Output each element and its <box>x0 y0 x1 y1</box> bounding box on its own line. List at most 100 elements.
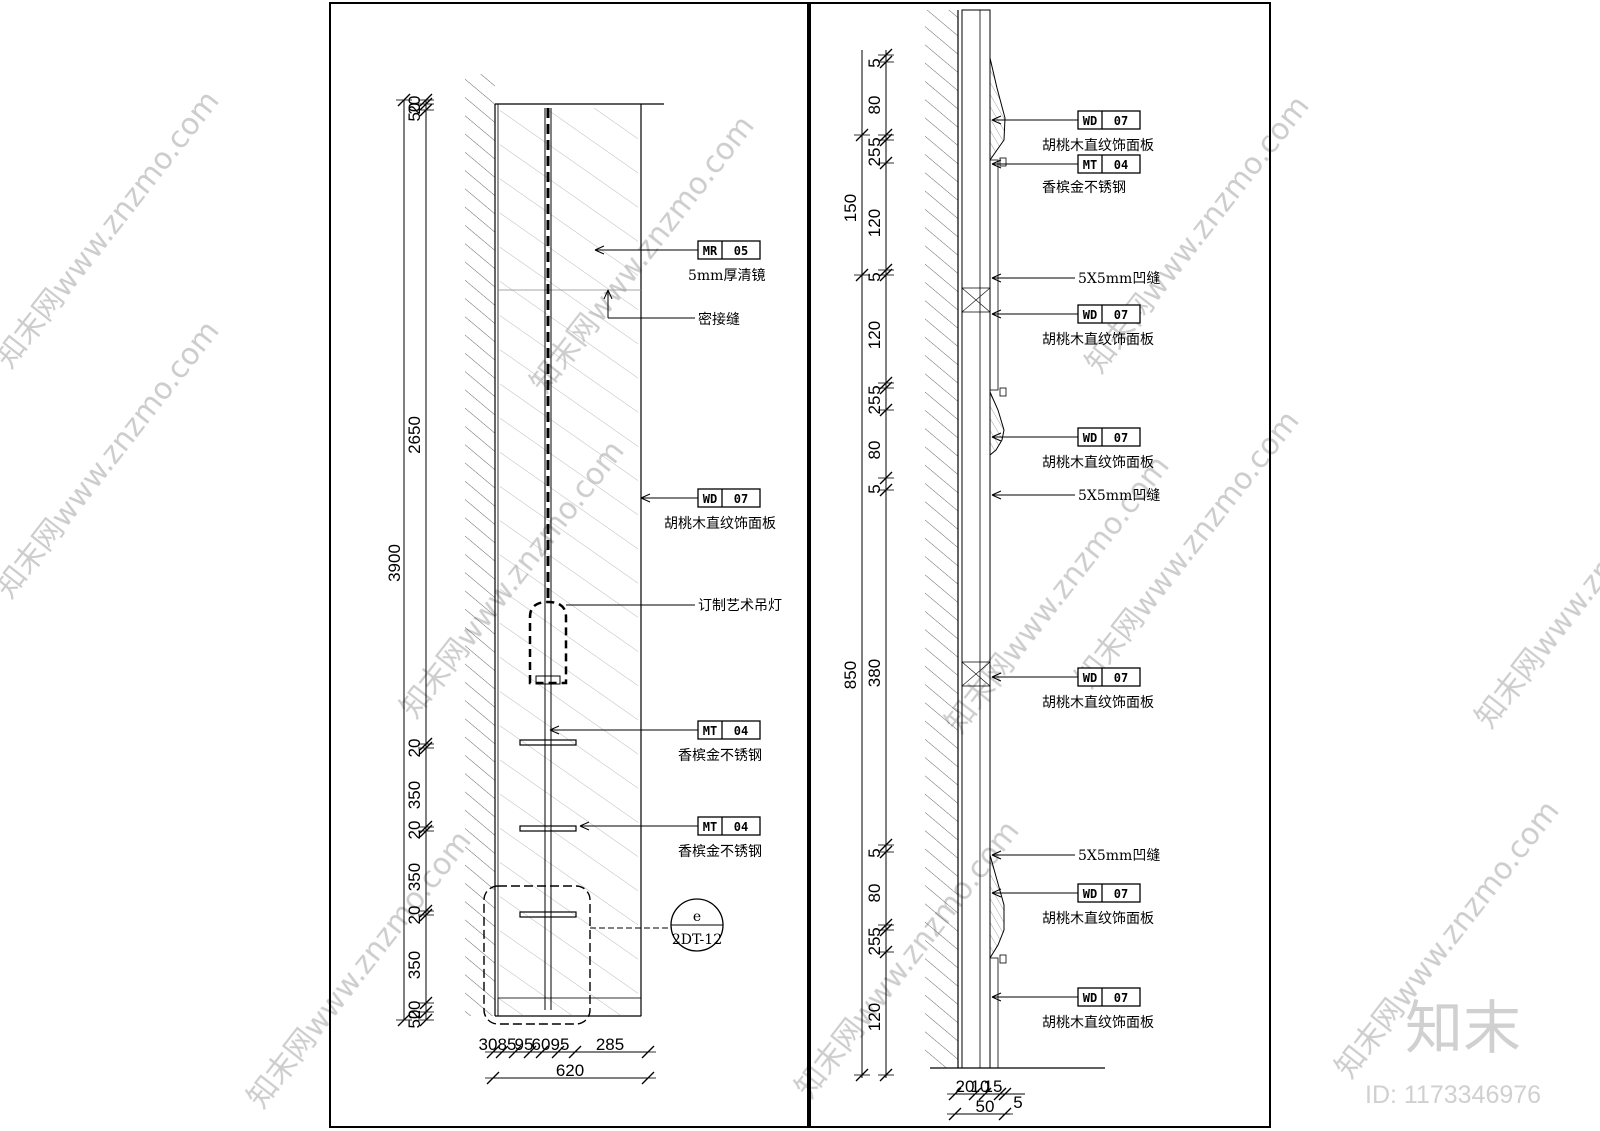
material-code: WD <box>1083 991 1097 1005</box>
dim-label: 350 <box>405 781 424 809</box>
dim-label: 50 <box>405 1010 424 1029</box>
material-code: MT <box>703 724 717 738</box>
dim-label: 25 <box>865 937 884 956</box>
dim-label: 25 <box>865 148 884 167</box>
callout-text: 胡桃木直纹饰面板 <box>1042 1014 1154 1031</box>
dim-label: 80 <box>865 441 884 460</box>
leader-arrow <box>991 888 1002 898</box>
material-number: 04 <box>1114 158 1128 172</box>
dim-label: 120 <box>865 321 884 349</box>
watermark-text: 知末网www.znzmo.com <box>1469 444 1600 735</box>
dim-label: 95 <box>515 1035 534 1054</box>
material-number: 07 <box>1114 308 1128 322</box>
dim-label: 150 <box>841 194 860 222</box>
dim-label: 5 <box>865 484 884 493</box>
dim-label: 5 <box>865 272 884 281</box>
dim-label: 95 <box>551 1035 570 1054</box>
leader-arrow <box>991 432 1002 442</box>
dim-label: 350 <box>405 951 424 979</box>
material-tag: WD 07 <box>1077 304 1141 324</box>
dim-label: 25 <box>865 396 884 415</box>
dim-label: 5 <box>865 58 884 67</box>
material-code: WD <box>1083 431 1097 445</box>
leader-arrow <box>991 490 1002 500</box>
dim-label: 30 <box>479 1035 498 1054</box>
watermark-brand: 知末 <box>1405 994 1521 1062</box>
material-tag: MT 04 <box>697 816 761 836</box>
dim-label: 380 <box>865 659 884 687</box>
callout-text: 订制艺术吊灯 <box>698 598 782 614</box>
leader-arrow <box>579 821 590 831</box>
dim-label: 120 <box>865 1003 884 1031</box>
dim-total-width: 50 <box>976 1097 995 1116</box>
leader-arrow <box>991 992 1002 1002</box>
material-number: 05 <box>734 244 748 258</box>
callout-text: 5X5mm凹缝 <box>1078 488 1160 504</box>
leader-arrow <box>594 245 605 255</box>
material-number: 04 <box>734 820 748 834</box>
material-number: 07 <box>1114 431 1128 445</box>
detail-boundary <box>483 885 591 1025</box>
material-code: MT <box>703 820 717 834</box>
panel-profile <box>989 391 1005 457</box>
material-tag: WD 07 <box>1077 427 1141 447</box>
leader-arrow <box>640 493 651 503</box>
dim-label: 850 <box>841 661 860 689</box>
panel-profile <box>989 57 1006 162</box>
material-code: MT <box>1083 158 1097 172</box>
material-code: WD <box>1083 671 1097 685</box>
dim-label: 60 <box>532 1035 551 1054</box>
detail-sheet: 2DT-12 <box>672 932 722 948</box>
callout-text: 胡桃木直纹饰面板 <box>1042 694 1154 711</box>
material-number: 04 <box>734 724 748 738</box>
material-code: WD <box>1083 114 1097 128</box>
leader-arrow <box>991 850 1002 860</box>
dim-label: 5 <box>865 848 884 857</box>
leader-arrow <box>991 309 1002 319</box>
callout-text: 胡桃木直纹饰面板 <box>664 515 776 532</box>
callout-text: 香槟金不锈钢 <box>1042 180 1126 196</box>
material-code: WD <box>1083 308 1097 322</box>
dim-label: 20 <box>405 96 424 115</box>
callout-text: 香槟金不锈钢 <box>678 844 762 860</box>
callout-text: 胡桃木直纹饰面板 <box>1042 910 1154 927</box>
dim-label: 20 <box>405 739 424 758</box>
leader-arrow <box>991 273 1002 283</box>
left-frame <box>329 2 809 1128</box>
leader-arrow <box>549 725 560 735</box>
right-frame <box>809 2 1271 1128</box>
pendant-lamp <box>528 600 568 685</box>
dim-total-height: 3900 <box>385 544 404 582</box>
wall-hatch <box>465 74 495 1016</box>
dim-label: 80 <box>865 96 884 115</box>
callout-text: 香槟金不锈钢 <box>678 748 762 764</box>
callout-text: 密接缝 <box>698 311 740 328</box>
dim-total-width: 620 <box>556 1061 584 1080</box>
material-code: WD <box>1083 887 1097 901</box>
dim-label: 20 <box>405 1001 424 1020</box>
dim-label: 85 <box>498 1035 517 1054</box>
steel-shelf <box>519 739 577 746</box>
leader-arrow <box>991 159 1002 169</box>
material-tag: MT 04 <box>697 720 761 740</box>
mirror-hatch <box>500 108 638 998</box>
detail-letter: e <box>693 909 701 925</box>
dim-label: 15 <box>984 1077 1003 1096</box>
callout-text: 5X5mm凹缝 <box>1078 848 1160 864</box>
dim-label: 20 <box>405 821 424 840</box>
leader-arrow <box>991 115 1002 125</box>
steel-shelf <box>519 911 577 918</box>
dim-label: 20 <box>405 906 424 925</box>
dim-label: 10 <box>971 1077 990 1096</box>
dim-label: 120 <box>865 209 884 237</box>
watermark-id: ID: 1173346976 <box>1365 1081 1541 1109</box>
right-dim-ticks <box>854 48 894 1082</box>
